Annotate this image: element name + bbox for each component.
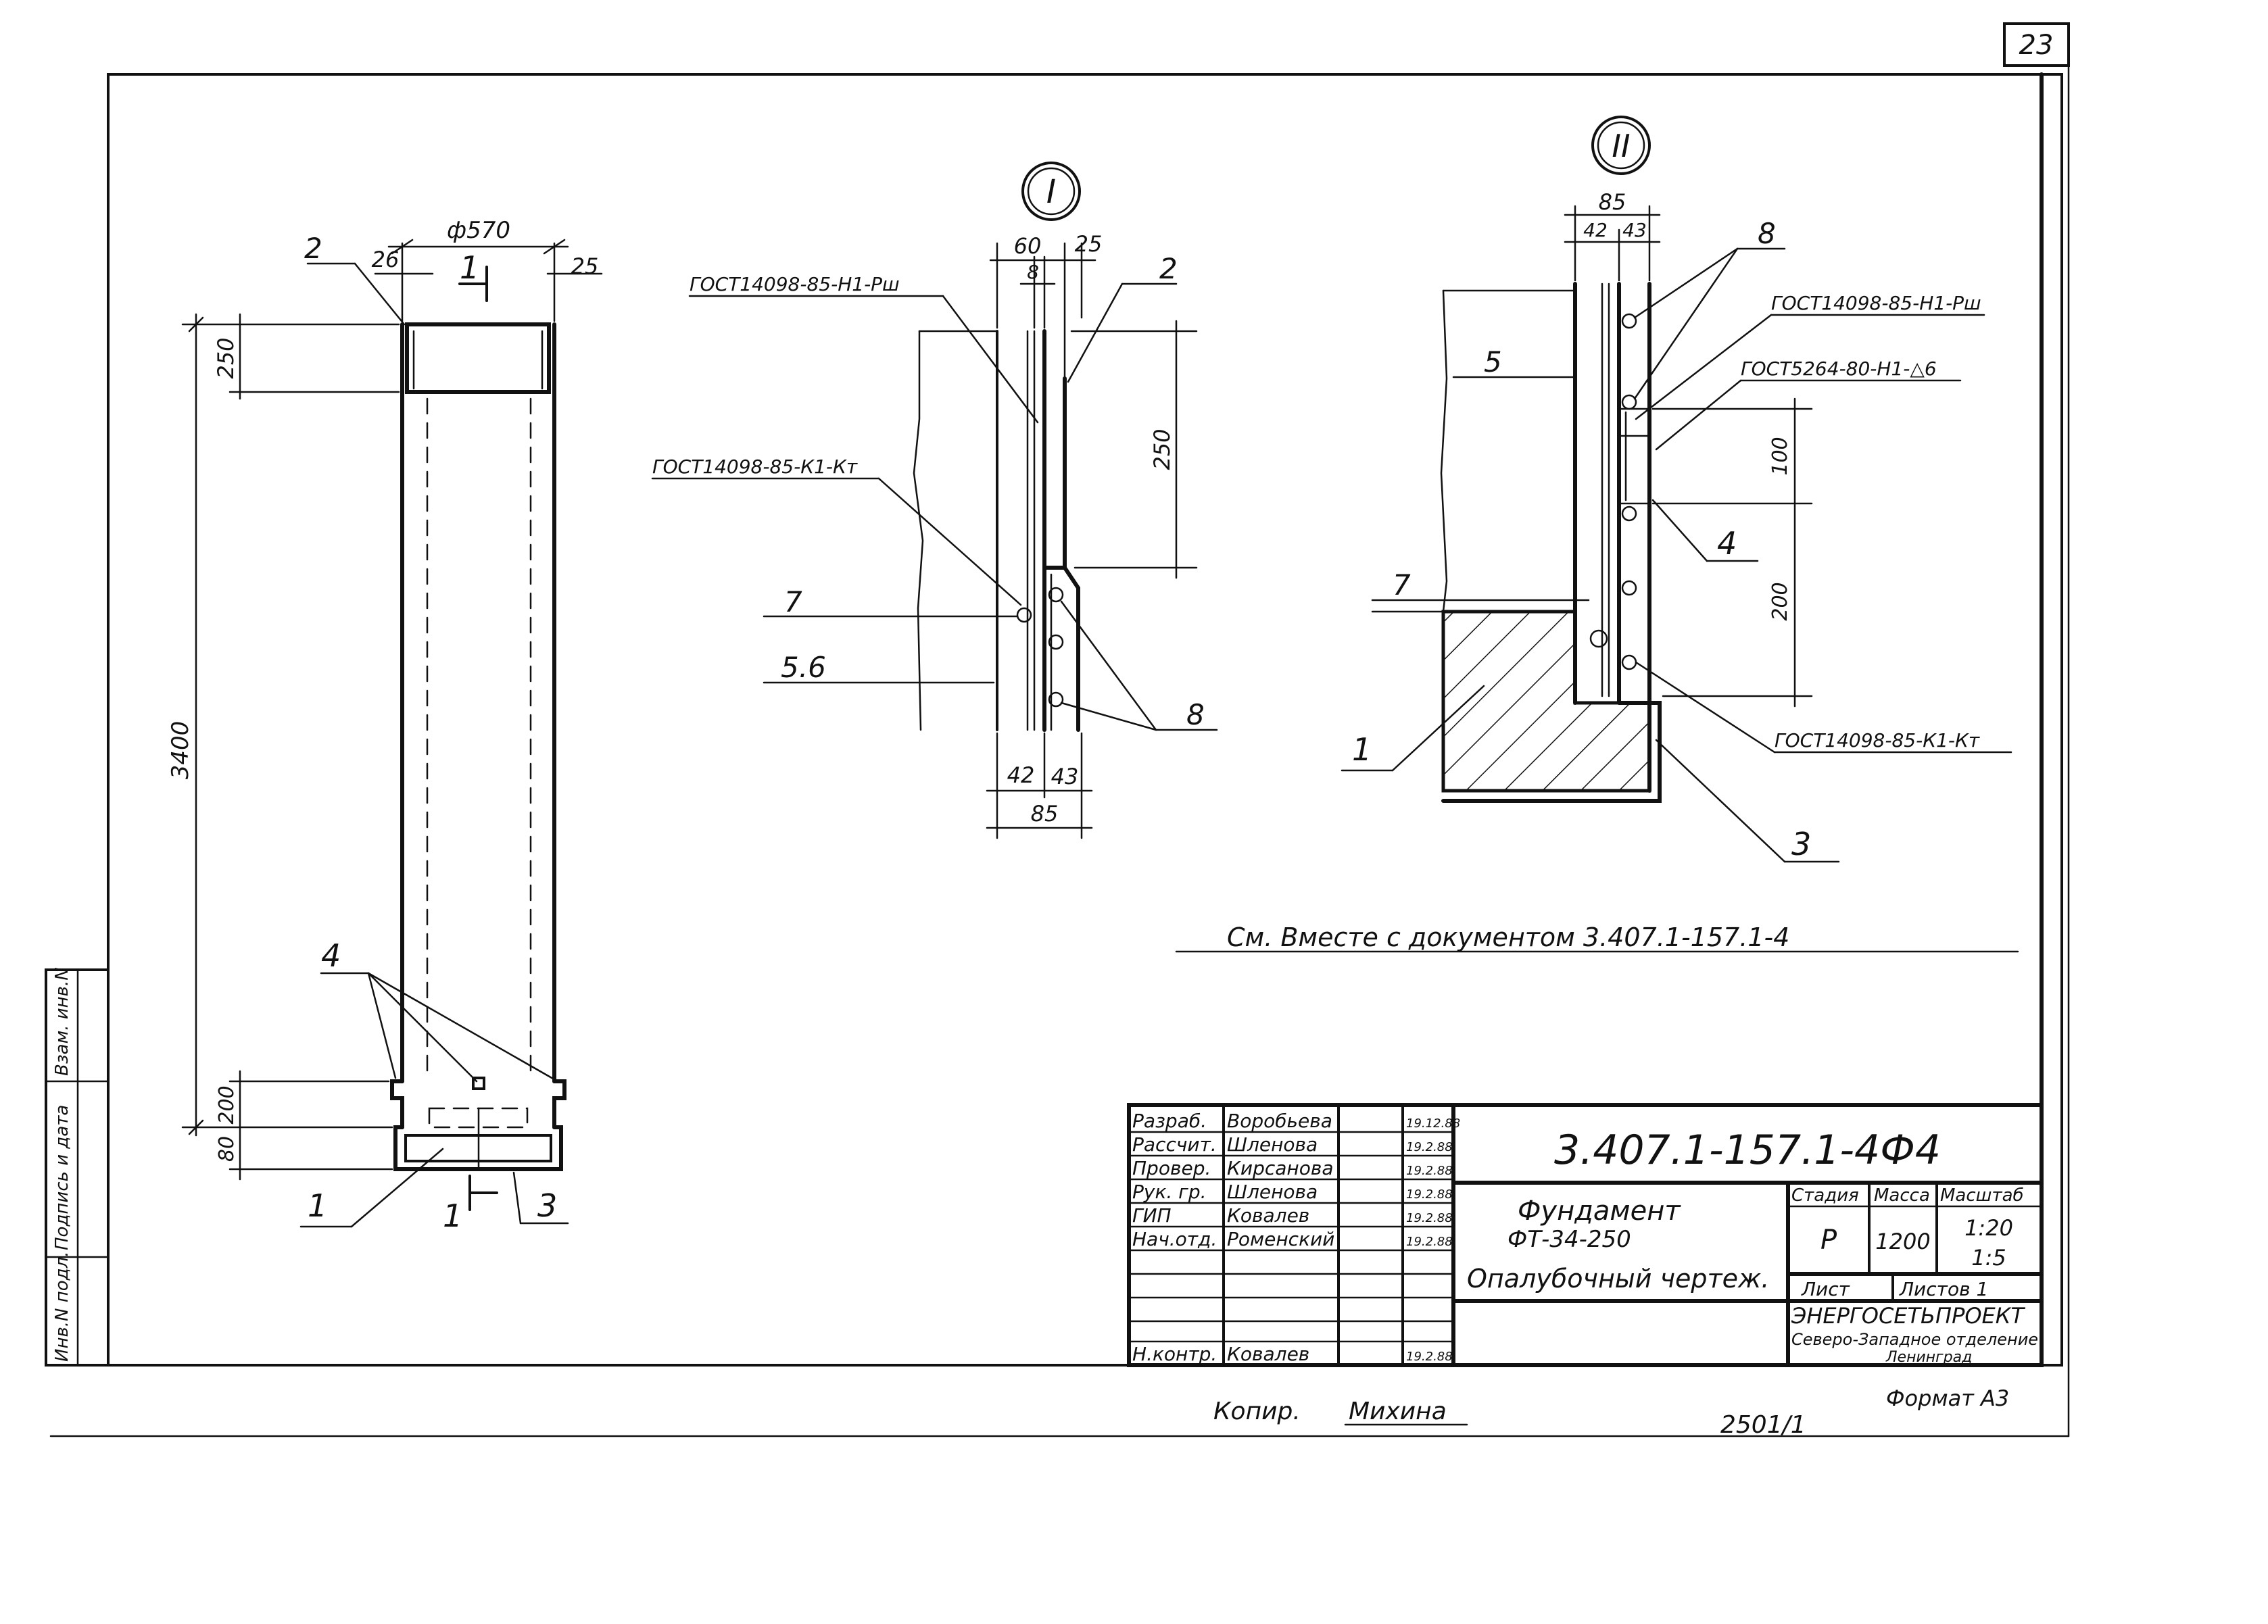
detail-2-callout-3: 3 (1791, 826, 1811, 862)
name-2: Шленова (1227, 1133, 1318, 1156)
role-6: Нач.отд. (1132, 1228, 1217, 1250)
detail-2-callout-5: 5 (1484, 345, 1502, 378)
sheet-label: Лист (1801, 1278, 1850, 1300)
name-7: Ковалев (1227, 1343, 1309, 1365)
org-name: ЭНЕРГОСЕТЬПРОЕКТ (1791, 1303, 2025, 1329)
archive-number: 2501/1 (1720, 1411, 1806, 1439)
date-2: 19.2.88 (1406, 1140, 1453, 1154)
name-3: Кирсанова (1227, 1157, 1334, 1179)
section-mark-bottom: 1 (443, 1198, 462, 1234)
stage-value: Р (1820, 1225, 1837, 1256)
mass-value: 1200 (1875, 1229, 1930, 1254)
detail-1: I 60 25 8 250 (651, 162, 1218, 839)
detail-1-callout-56: 5.6 (781, 651, 826, 684)
detail-2-callout-4: 4 (1717, 525, 1737, 562)
head-mass: Масса (1874, 1185, 1930, 1206)
name-6: Роменский (1227, 1228, 1334, 1250)
scale-value-2: 1:5 (1971, 1245, 2006, 1271)
doc-code: 3.407.1-157.1-4Ф4 (1554, 1127, 1941, 1174)
detail-1-callout-7: 7 (784, 585, 802, 618)
detail-1-gost-top: ГОСТ14098-85-Н1-Рш (690, 273, 900, 295)
callout-3-main: 3 (537, 1187, 557, 1224)
detail-2-dim-200: 200 (1768, 582, 1792, 620)
sheets-label: Листов 1 (1899, 1278, 1988, 1300)
date-6: 19.2.88 (1406, 1235, 1453, 1249)
detail-1-callout-2: 2 (1159, 252, 1178, 285)
detail-1-marker: I (1046, 173, 1056, 211)
section-mark-top: 1 (460, 249, 479, 286)
callout-4-main: 4 (321, 937, 341, 974)
role-1: Разраб. (1132, 1110, 1207, 1132)
title-block: Разраб. Воробьева 19.12.88 Рассчит. Шлен… (1127, 1103, 2044, 1367)
detail-2-marker: II (1612, 128, 1630, 164)
name-1: Воробьева (1227, 1110, 1332, 1132)
detail-2-dim-43: 43 (1622, 219, 1647, 241)
reference-note: См. Вместе с документом 3.407.1-157.1-4 (1227, 922, 1789, 952)
detail-1-dim-85: 85 (1031, 801, 1059, 827)
detail-1-dim-250: 250 (1149, 428, 1175, 470)
detail-2-gost-2: ГОСТ5264-80-Н1-△6 (1741, 358, 1937, 380)
scale-value-1: 1:20 (1964, 1215, 2013, 1241)
title-line-2: ФТ-34-250 (1507, 1226, 1631, 1253)
detail-2-dim-85: 85 (1599, 189, 1626, 215)
callout-2-main: 2 (304, 232, 322, 265)
detail-2-dim-100: 100 (1768, 437, 1792, 475)
date-4: 19.2.88 (1406, 1187, 1453, 1202)
stamp-signature-date: Подпись и дата (52, 1105, 72, 1250)
dim-right-wall: 25 (571, 253, 599, 279)
side-stamp: Инв.N подл. Подпись и дата Взам. инв.N (45, 967, 110, 1367)
org-branch: Северо-Западное отделение (1791, 1330, 2038, 1349)
title-line-3: Опалубочный чертеж. (1467, 1264, 1769, 1294)
stamp-replace-inv: Взам. инв.N (52, 967, 72, 1076)
detail-2-callout-7: 7 (1393, 568, 1411, 601)
sheet-number: 23 (2019, 30, 2054, 61)
role-7: Н.контр. (1132, 1343, 1217, 1365)
role-5: ГИП (1132, 1204, 1172, 1227)
detail-2-dim-42: 42 (1583, 219, 1608, 241)
date-7: 19.2.88 (1406, 1350, 1453, 1364)
dim-bottom-80: 80 (215, 1136, 239, 1162)
name-4: Шленова (1227, 1181, 1318, 1203)
detail-1-dim-60: 60 (1014, 233, 1042, 259)
copied-by-label: Копир. (1213, 1398, 1301, 1425)
head-stage: Стадия (1791, 1185, 1859, 1206)
dim-bottom-200: 200 (215, 1085, 239, 1124)
date-3: 19.2.88 (1406, 1164, 1453, 1178)
format-label: Формат А3 (1886, 1385, 2009, 1411)
date-1: 19.12.88 (1406, 1116, 1460, 1131)
dim-diameter: ф570 (447, 217, 510, 244)
detail-1-dim-42: 42 (1007, 762, 1035, 788)
org-city: Ленинград (1885, 1349, 1972, 1366)
detail-1-gost-mid: ГОСТ14098-85-К1-Кт (652, 456, 858, 478)
detail-2-gost-1: ГОСТ14098-85-Н1-Рш (1771, 292, 1981, 314)
role-3: Провер. (1132, 1157, 1211, 1179)
head-scale: Масштаб (1940, 1185, 2024, 1206)
name-5: Ковалев (1227, 1204, 1309, 1227)
stamp-inv-no: Инв.N подл. (52, 1251, 72, 1362)
callout-1-main: 1 (308, 1187, 327, 1224)
role-4: Рук. гр. (1132, 1181, 1207, 1203)
detail-1-dim-25: 25 (1075, 231, 1103, 257)
detail-1-dim-8: 8 (1027, 261, 1039, 283)
detail-1-callout-8: 8 (1186, 698, 1205, 731)
dim-left-wall: 26 (372, 247, 400, 272)
dim-top: 250 (213, 337, 239, 378)
copied-by-name: Михина (1349, 1398, 1447, 1425)
date-5: 19.2.88 (1406, 1211, 1453, 1225)
title-line-1: Фундамент (1518, 1196, 1681, 1227)
dim-height: 3400 (167, 721, 194, 780)
main-view: ф570 26 25 1 1 3400 250 200 80 2 (167, 217, 603, 1234)
detail-2: II 85 4 (1341, 116, 2012, 863)
detail-1-dim-43: 43 (1051, 764, 1079, 789)
detail-2-callout-1: 1 (1352, 731, 1372, 768)
detail-2-gost-3: ГОСТ14098-85-К1-Кт (1775, 729, 1980, 752)
role-2: Рассчит. (1132, 1133, 1217, 1156)
detail-2-callout-8: 8 (1758, 217, 1776, 250)
